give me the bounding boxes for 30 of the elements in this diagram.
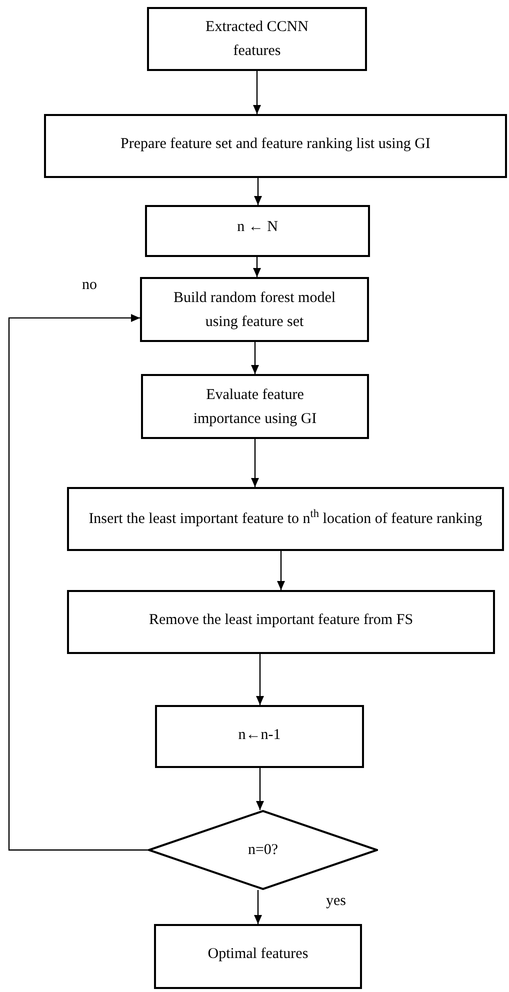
process-box [145, 205, 370, 257]
arrow [254, 890, 262, 924]
arrow [8, 314, 148, 851]
arrow [254, 178, 262, 205]
node-text: Evaluate feature importance using GI [192, 386, 318, 428]
process-box [141, 374, 369, 439]
node-text: n ← N [237, 218, 278, 237]
arrow [251, 439, 259, 487]
arrow [253, 71, 261, 114]
node-text: Build random forest model using feature set [172, 288, 337, 332]
node-text: Prepare feature set and feature ranking list using GI [120, 135, 430, 154]
node-text: Extracted CCNN features [204, 18, 310, 61]
process-box [147, 7, 367, 71]
process-box [67, 590, 495, 654]
arrow [251, 342, 259, 374]
process-box [67, 487, 504, 551]
arrow [277, 551, 285, 590]
node-text: n←n-1 [238, 726, 281, 745]
process-box [155, 705, 364, 768]
arrow [253, 257, 261, 277]
node-text: Insert the least important feature to n$^{th}$ location of feature ranking [88, 507, 482, 529]
arrow [256, 654, 264, 705]
node-text: Optimal features [208, 945, 308, 964]
arrow [256, 768, 264, 810]
process-box [44, 114, 507, 178]
node-text: n=0? [248, 841, 278, 860]
process-box [154, 924, 362, 989]
node-text: Remove the least important feature from FS [148, 611, 414, 630]
decision-diamond [148, 810, 378, 890]
process-box [140, 277, 369, 342]
